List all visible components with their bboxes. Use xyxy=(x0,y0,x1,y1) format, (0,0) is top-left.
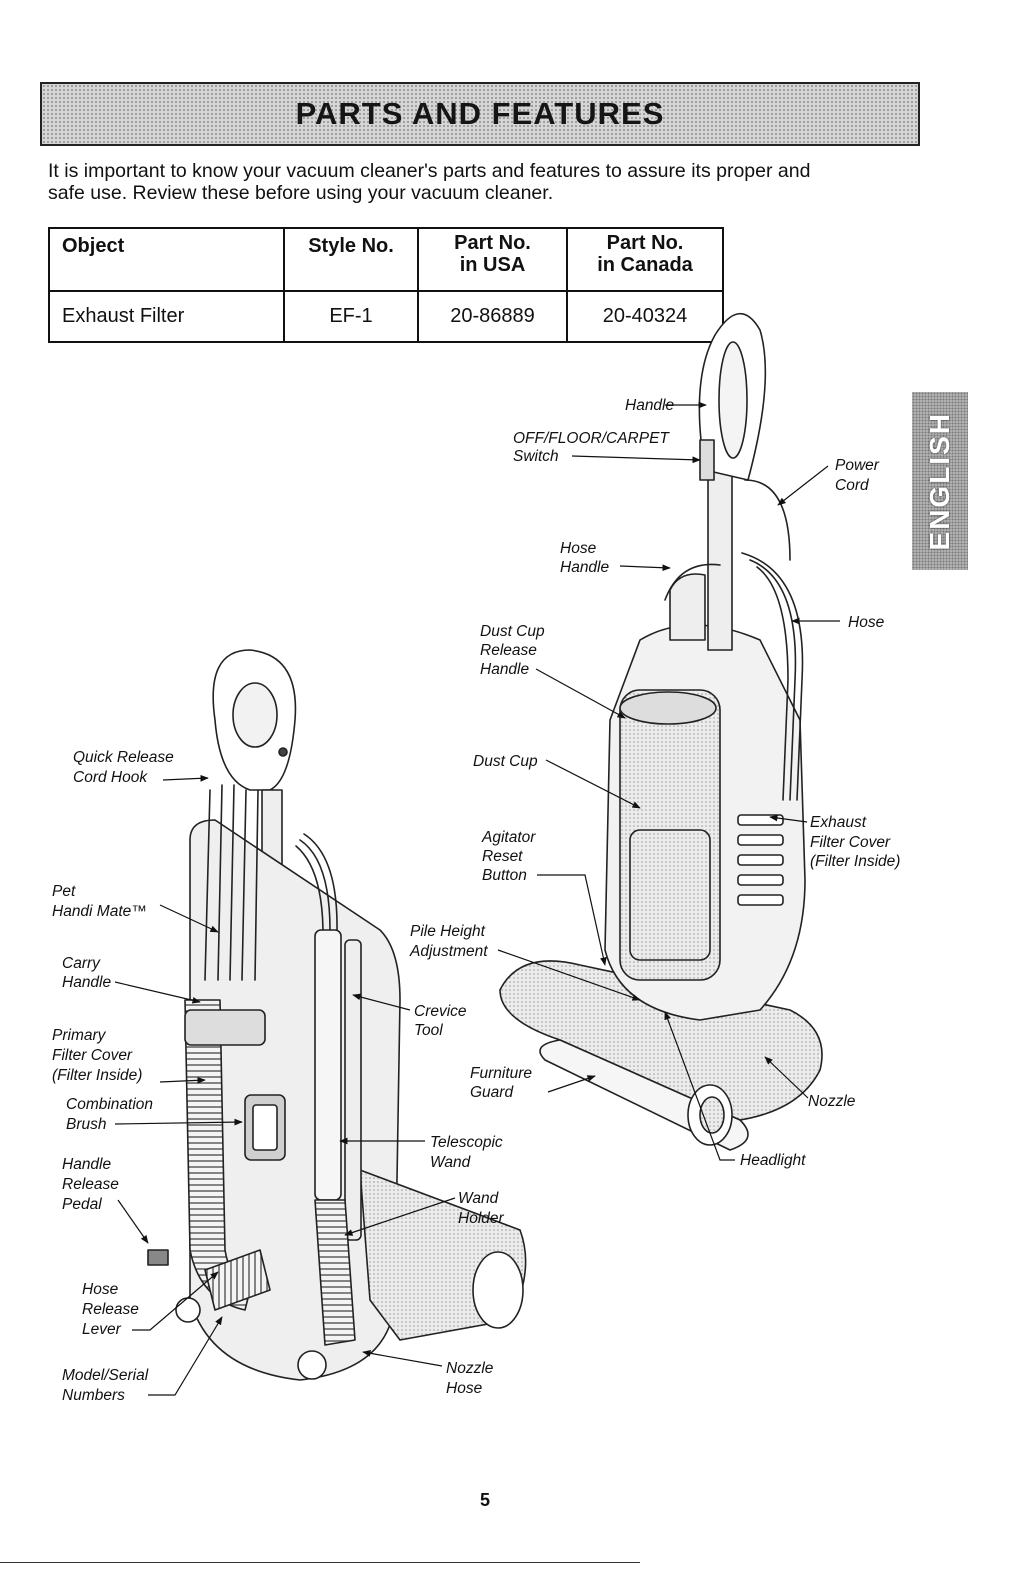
leader-lines xyxy=(114,401,840,1396)
label-dust-cup-release: Release xyxy=(480,642,537,659)
rear-vacuum-illustration xyxy=(147,649,527,1381)
label-exhaust-filter-cover: (Filter Inside) xyxy=(810,853,900,870)
label-hose-release-lever: Hose xyxy=(82,1281,119,1298)
callout-labels: Handle OFF/FLOOR/CARPET Switch Power Cor… xyxy=(52,397,900,1404)
label-headlight: Headlight xyxy=(740,1152,806,1169)
label-carry-handle: Handle xyxy=(62,974,111,991)
label-furniture-guard: Guard xyxy=(470,1084,514,1101)
page-number: 5 xyxy=(479,1490,490,1510)
label-agitator-reset: Button xyxy=(482,867,527,884)
label-model-serial-numbers: Model/Serial xyxy=(62,1367,149,1384)
label-combination-brush: Combination xyxy=(66,1096,153,1113)
label-pile-height: Pile Height xyxy=(410,923,486,940)
label-nozzle-hose: Nozzle xyxy=(446,1360,494,1377)
language-tab: ENGLISH xyxy=(912,392,968,570)
page-title: PARTS AND FEATURES xyxy=(295,96,665,131)
label-combination-brush: Brush xyxy=(66,1116,107,1133)
label-switch: OFF/FLOOR/CARPET xyxy=(513,430,670,447)
table-header-row: Object Style No. Part No. in USA Part No… xyxy=(48,227,724,292)
cell-style: EF-1 xyxy=(283,290,419,343)
cell-part-usa: 20-86889 xyxy=(417,290,568,343)
header-style: Style No. xyxy=(283,227,419,292)
label-nozzle-hose: Hose xyxy=(446,1380,483,1397)
label-crevice-tool: Crevice xyxy=(414,1003,467,1020)
label-dust-cup-release: Dust Cup xyxy=(480,623,545,640)
intro-line: It is important to know your vacuum clea… xyxy=(48,160,811,182)
label-primary-filter-cover: Primary xyxy=(52,1027,107,1044)
label-quick-release-cord-hook: Cord Hook xyxy=(73,769,148,786)
label-hose: Hose xyxy=(848,614,885,631)
label-nozzle: Nozzle xyxy=(808,1093,856,1110)
header-part-canada: Part No. in Canada xyxy=(566,227,724,292)
label-pile-height: Adjustment xyxy=(409,943,488,960)
intro-line: safe use. Review these before using your… xyxy=(48,182,554,204)
label-hose-release-lever: Lever xyxy=(82,1321,122,1338)
label-pet-handi-mate: Handi Mate™ xyxy=(52,903,147,920)
label-wand-holder: Wand xyxy=(458,1190,500,1207)
label-primary-filter-cover: (Filter Inside) xyxy=(52,1067,142,1084)
label-telescopic-wand: Wand xyxy=(430,1154,472,1171)
label-hose-release-lever: Release xyxy=(82,1301,139,1318)
label-dust-cup: Dust Cup xyxy=(473,753,538,770)
label-power-cord: Power xyxy=(835,457,880,474)
label-agitator-reset: Agitator xyxy=(481,829,536,846)
label-handle: Handle xyxy=(625,397,674,414)
label-wand-holder: Holder xyxy=(458,1210,504,1227)
label-exhaust-filter-cover: Exhaust xyxy=(810,814,867,831)
header-object: Object xyxy=(48,227,285,292)
label-hose-handle: Handle xyxy=(560,559,609,576)
label-furniture-guard: Furniture xyxy=(470,1065,532,1082)
parts-table: Object Style No. Part No. in USA Part No… xyxy=(48,227,724,343)
section-title-banner: PARTS AND FEATURES xyxy=(40,82,920,146)
label-dust-cup-release: Handle xyxy=(480,661,529,678)
label-primary-filter-cover: Filter Cover xyxy=(52,1047,133,1064)
label-handle-release-pedal: Release xyxy=(62,1176,119,1193)
label-exhaust-filter-cover: Filter Cover xyxy=(810,834,891,851)
footer-rule xyxy=(0,1562,640,1563)
label-carry-handle: Carry xyxy=(62,955,101,972)
label-power-cord: Cord xyxy=(835,477,870,494)
label-agitator-reset: Reset xyxy=(482,848,523,865)
label-telescopic-wand: Telescopic xyxy=(430,1134,503,1151)
label-quick-release-cord-hook: Quick Release xyxy=(73,749,174,766)
cell-object: Exhaust Filter xyxy=(48,290,285,343)
label-handle-release-pedal: Handle xyxy=(62,1156,111,1173)
label-model-serial-numbers: Numbers xyxy=(62,1387,125,1404)
table-row: Exhaust Filter EF-1 20-86889 20-40324 xyxy=(48,290,724,343)
label-pet-handi-mate: Pet xyxy=(52,883,76,900)
label-hose-handle: Hose xyxy=(560,540,597,557)
label-crevice-tool: Tool xyxy=(414,1022,443,1039)
intro-paragraph: It is important to know your vacuum clea… xyxy=(48,160,928,204)
header-part-usa: Part No. in USA xyxy=(417,227,568,292)
label-handle-release-pedal: Pedal xyxy=(62,1196,102,1213)
label-switch: Switch xyxy=(513,448,559,465)
front-vacuum-illustration xyxy=(499,312,823,1151)
cell-part-canada: 20-40324 xyxy=(566,290,724,343)
